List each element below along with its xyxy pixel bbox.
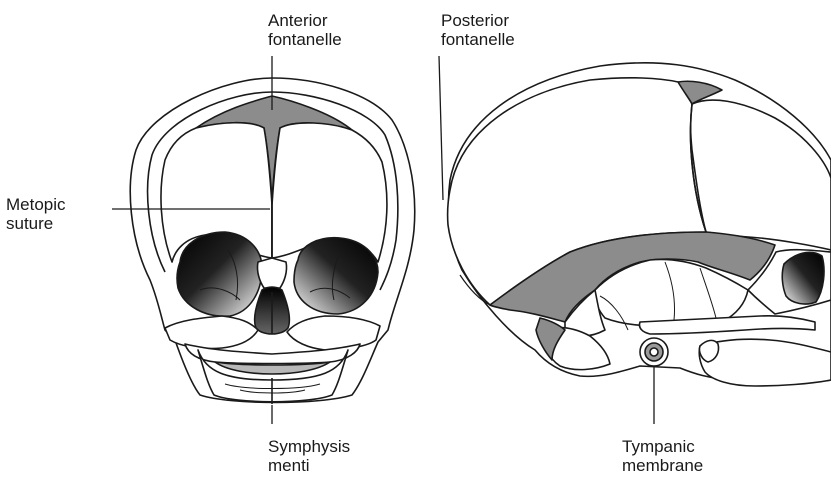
parietal-bone [691, 100, 831, 250]
side-skull [448, 63, 831, 386]
nasal-bones [257, 258, 286, 288]
label-metopic-suture-line2: suture [6, 214, 66, 233]
label-tympanic-membrane: Tympanic membrane [622, 437, 703, 475]
label-tympanic-membrane-line2: membrane [622, 456, 703, 475]
label-anterior-fontanelle-line2: fontanelle [268, 30, 342, 49]
label-metopic-suture: Metopic suture [6, 195, 66, 233]
label-symphysis-menti: Symphysis menti [268, 437, 350, 475]
label-symphysis-menti-line2: menti [268, 456, 350, 475]
label-posterior-fontanelle-line2: fontanelle [441, 30, 515, 49]
label-anterior-fontanelle-line1: Anterior [268, 11, 342, 30]
tympanic-ring-center [650, 348, 658, 356]
leader-posterior-fontanelle [439, 56, 443, 200]
side-orbit [782, 252, 824, 304]
label-anterior-fontanelle: Anterior fontanelle [268, 11, 342, 49]
label-metopic-suture-line1: Metopic [6, 195, 66, 214]
label-posterior-fontanelle-line1: Posterior [441, 11, 515, 30]
left-orbit [177, 232, 262, 316]
label-symphysis-menti-line1: Symphysis [268, 437, 350, 456]
label-tympanic-membrane-line1: Tympanic [622, 437, 703, 456]
label-posterior-fontanelle: Posterior fontanelle [441, 11, 515, 49]
front-skull [130, 78, 414, 404]
